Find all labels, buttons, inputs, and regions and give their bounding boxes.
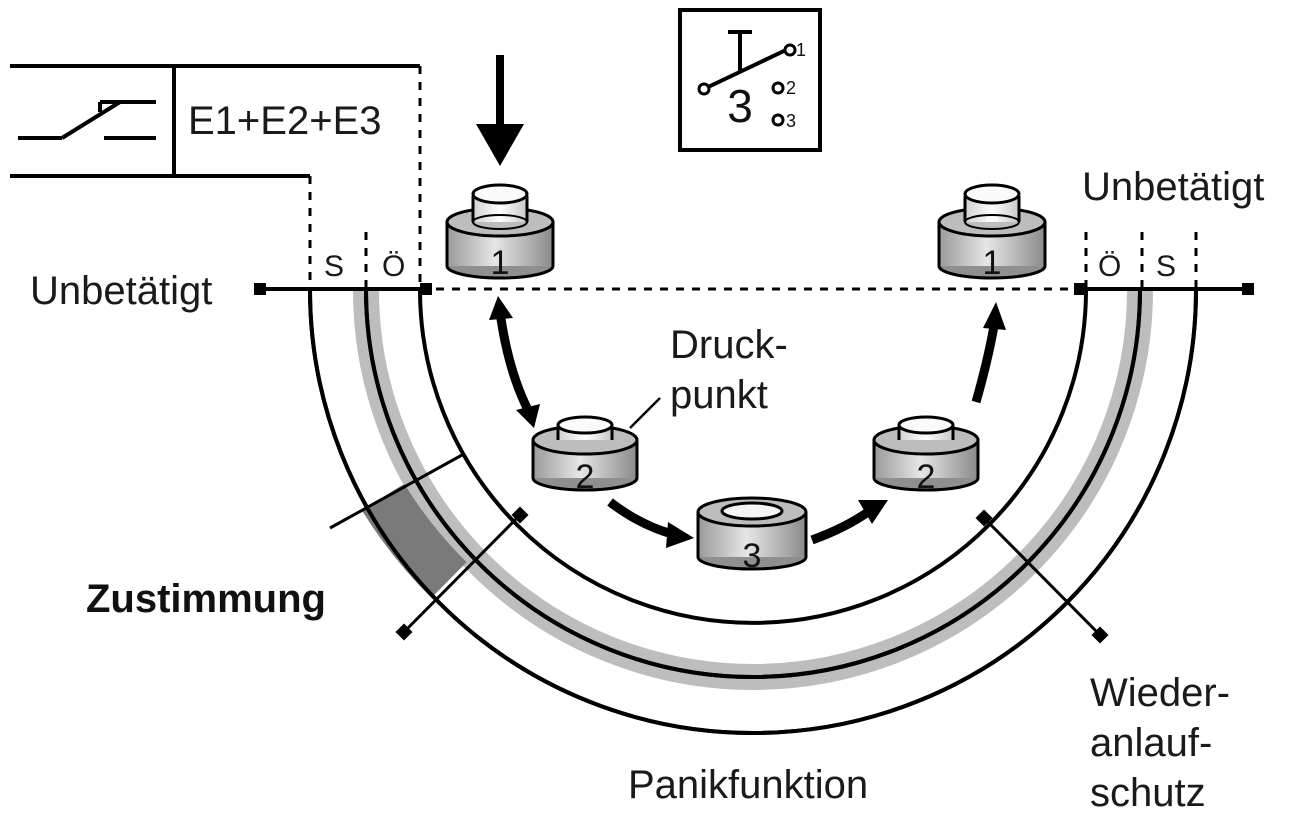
terminal-3: 3 — [786, 111, 796, 131]
endpoint-marker — [1242, 283, 1254, 295]
endpoint-marker — [511, 506, 529, 524]
button-position-2-right: 2 — [872, 415, 980, 496]
boundary-line-left — [402, 513, 522, 634]
enabling-label: Zustimmung — [86, 577, 326, 621]
switch-contacts-label: E1+E2+E3 — [188, 99, 382, 143]
endpoint-marker — [254, 283, 266, 295]
button-position-2-left: 2 — [531, 415, 639, 496]
restart-protection-label-1: Wieder- — [1090, 671, 1230, 715]
position-arcs — [308, 289, 1198, 735]
position-label: 1 — [983, 244, 1002, 282]
pressure-point-label-2: punkt — [670, 373, 768, 417]
restart-protection-label-3: schutz — [1090, 771, 1206, 815]
endpoint-marker — [420, 283, 432, 295]
symbol-number: 3 — [727, 80, 753, 132]
pressure-point-pointer — [629, 397, 661, 429]
contact-s-right: S — [1156, 250, 1176, 283]
three-position-symbol: 1 2 3 3 — [678, 8, 822, 152]
pressure-point-label-1: Druck- — [670, 323, 788, 367]
enabling-pointer — [329, 453, 463, 530]
boundary-line-right — [982, 516, 1102, 637]
position-label: 3 — [743, 537, 762, 575]
terminal-1: 1 — [796, 40, 806, 60]
endpoint-marker — [395, 623, 413, 641]
enabling-dark-segment — [361, 483, 467, 598]
movement-arrows — [489, 296, 1006, 548]
endpoint-marker — [1074, 283, 1086, 295]
unactuated-right-label: Unbetätigt — [1082, 165, 1264, 209]
position-label: 2 — [917, 458, 936, 496]
switch-contact-icon — [18, 100, 156, 140]
terminal-2: 2 — [786, 78, 796, 98]
contact-o-right: Ö — [1098, 250, 1121, 283]
button-position-1-right: 1 — [937, 183, 1047, 282]
press-down-arrow-icon — [476, 55, 524, 166]
panic-function-label: Panikfunktion — [628, 763, 868, 807]
position-label: 1 — [491, 244, 510, 282]
button-position-3: 3 — [696, 496, 808, 575]
unactuated-left-label: Unbetätigt — [30, 269, 212, 313]
endpoint-marker — [975, 509, 993, 527]
contact-o-left: Ö — [382, 250, 405, 283]
restart-protection-label-2: anlauf- — [1090, 721, 1212, 765]
position-label: 2 — [576, 458, 595, 496]
endpoint-marker — [1091, 626, 1109, 644]
button-position-1-left: 1 — [445, 183, 555, 282]
switch-symbol-box: E1+E2+E3 — [10, 64, 420, 178]
contact-s-left: S — [324, 250, 344, 283]
